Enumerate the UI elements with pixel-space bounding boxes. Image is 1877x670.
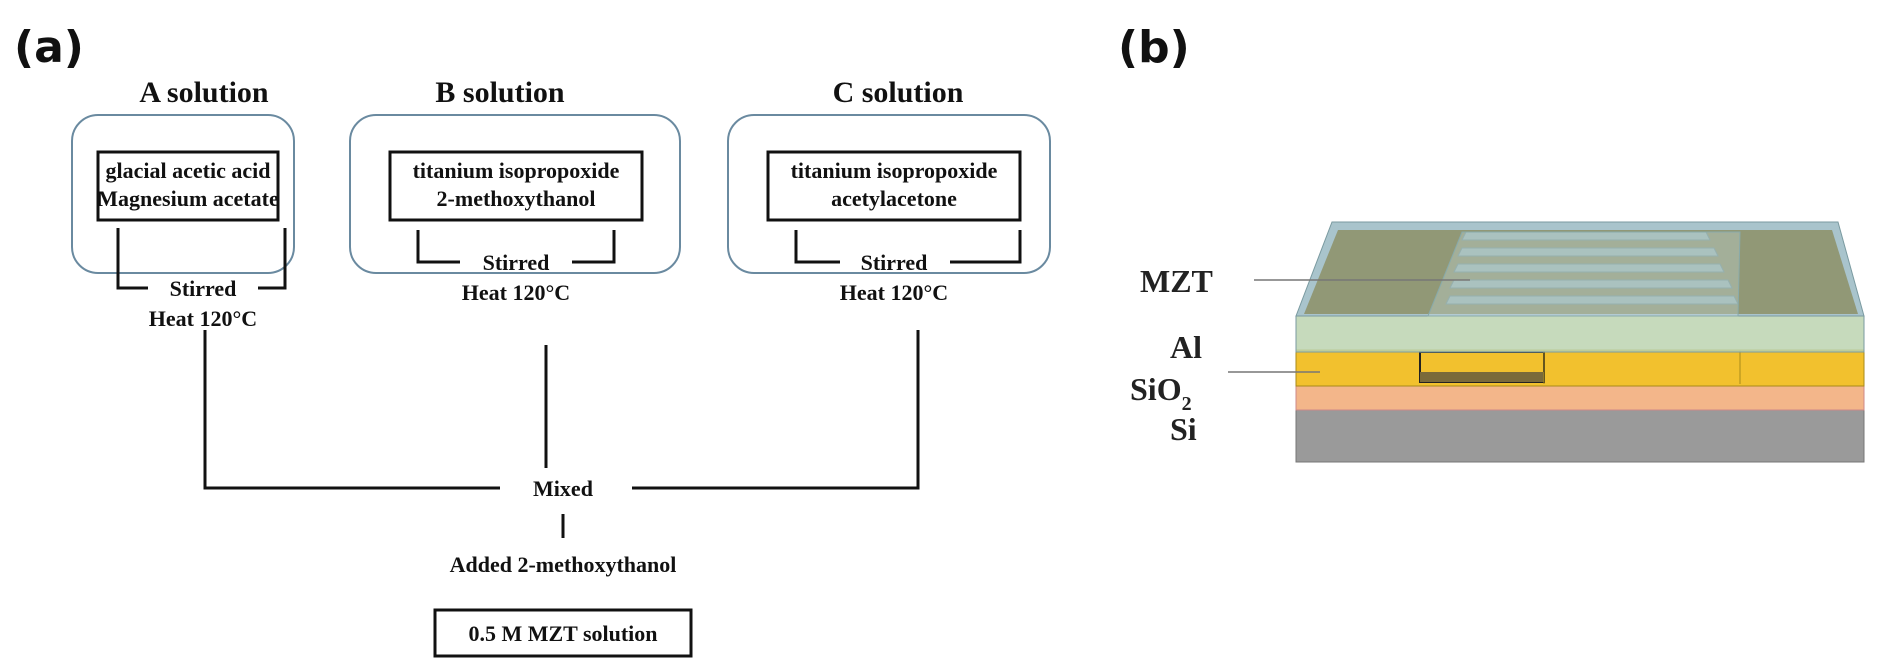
mzt-front-face <box>1295 315 1865 353</box>
solution-a-reagent-2: Magnesium acetate <box>97 186 279 211</box>
solution-a-reagent-1: glacial acetic acid <box>106 158 271 183</box>
solution-a-bracket-right <box>258 228 287 290</box>
solution-c-reagent-1: titanium isopropoxide <box>791 158 998 183</box>
solution-c-reagent-box <box>766 150 1022 222</box>
solution-b-bracket-right <box>572 230 616 264</box>
solution-b-container <box>349 114 681 274</box>
solution-b-reagent-1: titanium isopropoxide <box>413 158 620 183</box>
solution-c-container <box>727 114 1051 274</box>
solution-b-bracket <box>416 230 460 264</box>
si-layer <box>1295 407 1865 463</box>
solution-a-bracket <box>116 228 148 290</box>
solution-b: B solution titanium isopropoxide 2-metho… <box>349 76 681 305</box>
flow-connectors <box>203 330 920 538</box>
device-stack <box>1295 221 1865 463</box>
solution-c-title: C solution <box>833 76 964 109</box>
sio2-label-subscript: 2 <box>1182 393 1192 415</box>
sio2-layer <box>1295 383 1865 411</box>
solution-a: A solution glacial acetic acid Magnesium… <box>71 76 295 331</box>
solution-b-step-heat: Heat 120°C <box>462 280 570 305</box>
connector-c-to-mixed <box>632 330 920 490</box>
al-layer <box>1295 349 1865 387</box>
solution-c: C solution titanium isopropoxide acetyla… <box>727 76 1051 305</box>
solution-a-step-stirred: Stirred <box>170 276 237 301</box>
solution-b-step-stirred: Stirred <box>483 250 550 275</box>
solution-c-step-heat: Heat 120°C <box>840 280 948 305</box>
solution-b-reagent-box <box>388 150 644 222</box>
added-label: Added 2-methoxythanol <box>450 552 677 577</box>
solution-a-container <box>71 114 295 274</box>
final-solution-box <box>433 608 693 658</box>
panel-b-label: (b) <box>1118 22 1190 73</box>
mzt-glass-overlay <box>1427 231 1741 317</box>
electrode-fingers <box>1445 231 1739 305</box>
sio2-label-base: SiO <box>1130 371 1182 407</box>
solution-b-title: B solution <box>435 76 565 109</box>
solution-c-step-stirred: Stirred <box>861 250 928 275</box>
solution-a-step-heat: Heat 120°C <box>149 306 257 331</box>
mixed-label: Mixed <box>533 476 593 501</box>
solution-c-reagent-2: acetylacetone <box>831 186 957 211</box>
sio2-label: SiO2 <box>1130 371 1192 415</box>
connector-a-to-mixed <box>203 330 500 490</box>
panel-a-label: (a) <box>14 22 84 73</box>
mzt-label: MZT <box>1140 263 1213 299</box>
solution-b-reagent-2: 2-methoxythanol <box>437 186 596 211</box>
solution-a-title: A solution <box>139 76 269 109</box>
al-label: Al <box>1170 329 1202 365</box>
solution-a-reagent-box <box>96 150 280 222</box>
solution-c-bracket-right <box>950 230 1022 264</box>
final-solution-label: 0.5 M MZT solution <box>468 621 657 646</box>
solution-c-bracket <box>794 230 840 264</box>
si-label: Si <box>1170 411 1197 447</box>
gate-electrode-base <box>1420 372 1544 382</box>
